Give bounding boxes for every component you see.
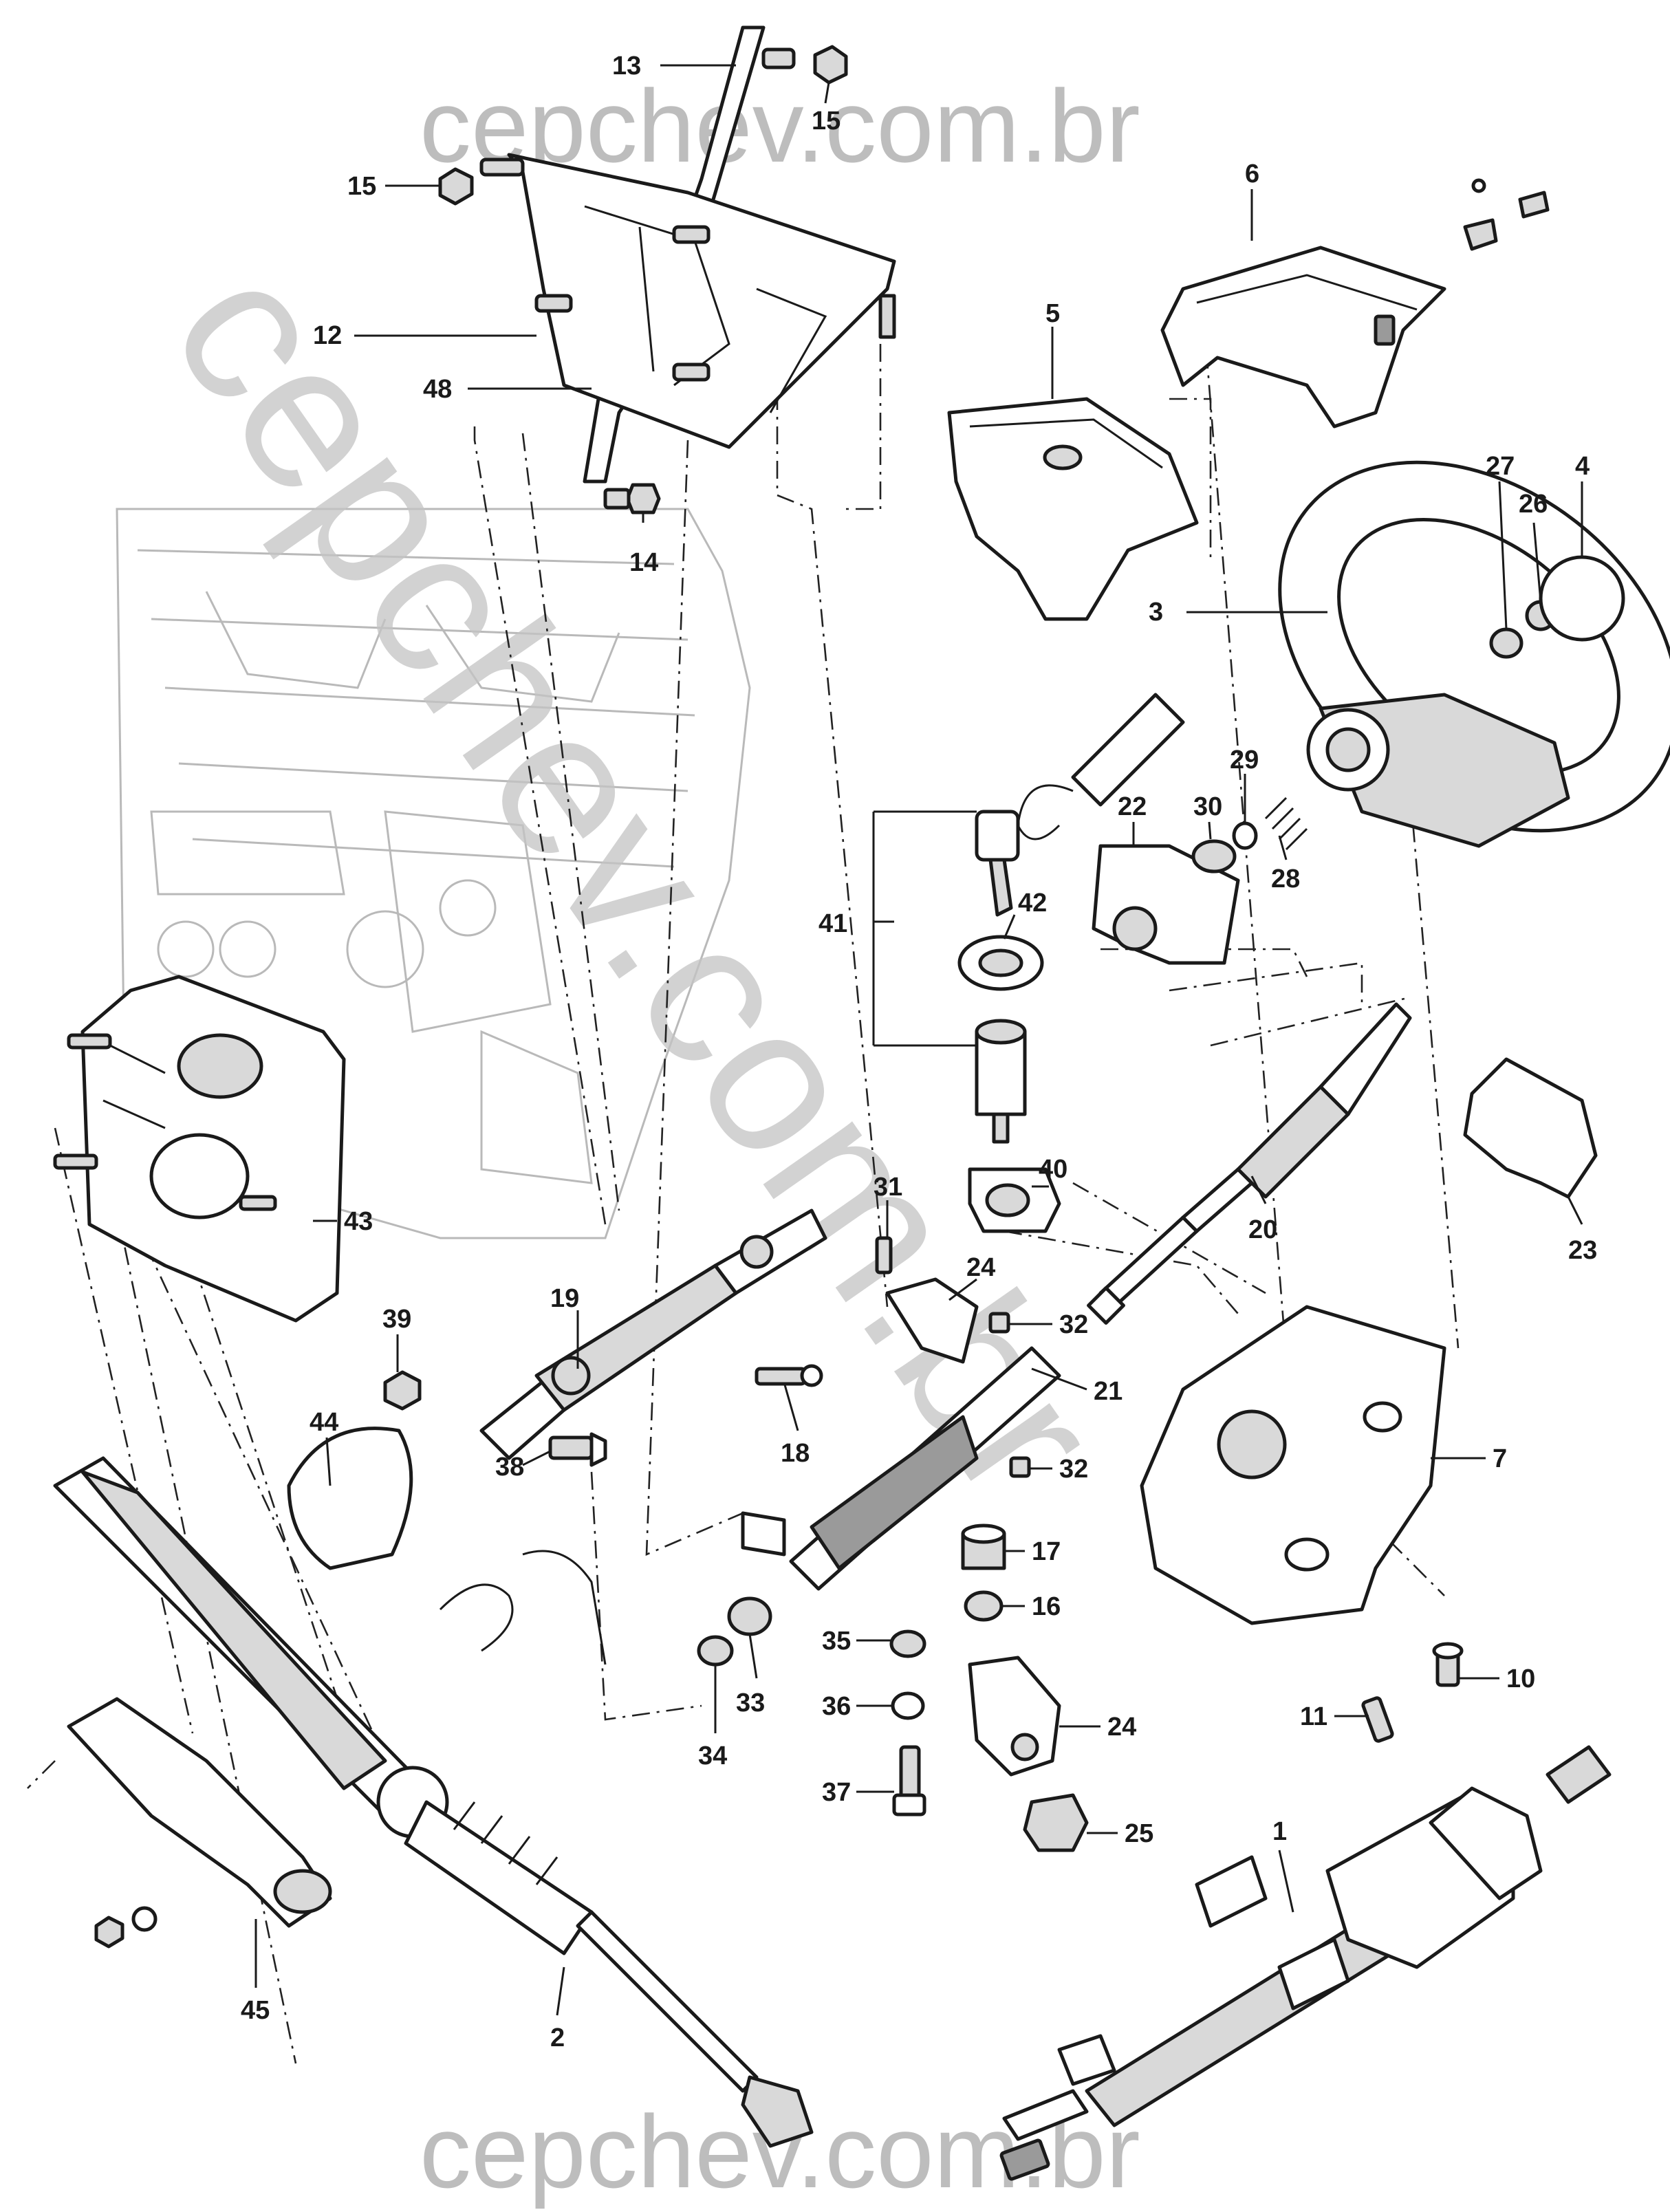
label-44: 44	[310, 1408, 338, 1437]
label-14: 14	[629, 548, 658, 577]
switch-40	[968, 1167, 1061, 1233]
label-20: 20	[1248, 1215, 1277, 1244]
intermediate-shaft-19	[479, 1208, 827, 1460]
washer-45b	[131, 1906, 158, 1932]
steering-wheel-3	[1278, 460, 1670, 848]
label-37: 37	[822, 1778, 851, 1807]
clip-24-lower	[968, 1656, 1061, 1777]
clip-32-lower	[1009, 1456, 1031, 1478]
label-27: 27	[1486, 452, 1515, 481]
nut-45a	[94, 1916, 124, 1949]
upper-mounting-bracket	[479, 25, 896, 484]
label-12: 12	[313, 321, 342, 350]
label-1: 1	[1272, 1817, 1287, 1846]
lower-shroud-7	[1140, 1305, 1446, 1625]
label-3: 3	[1149, 598, 1163, 627]
bolt-14	[603, 483, 661, 514]
label-11: 11	[1300, 1702, 1327, 1731]
nut-27	[1489, 627, 1523, 659]
stud-37	[892, 1745, 926, 1817]
label-21: 21	[1094, 1377, 1123, 1406]
steering-rack-2	[53, 1456, 814, 2148]
label-43: 43	[344, 1207, 373, 1236]
label-10: 10	[1506, 1665, 1535, 1693]
label-32-lower: 32	[1059, 1455, 1088, 1484]
label-25: 25	[1125, 1819, 1153, 1848]
label-13: 13	[612, 52, 641, 80]
spring-28	[1264, 796, 1308, 851]
label-30: 30	[1193, 792, 1222, 821]
label-24-upper: 24	[966, 1253, 995, 1282]
bush-34	[697, 1635, 734, 1667]
label-22: 22	[1118, 792, 1147, 821]
label-24-lower: 24	[1107, 1713, 1136, 1742]
label-42: 42	[1018, 889, 1047, 918]
key-tag	[1017, 693, 1185, 841]
bush-17	[961, 1524, 1006, 1570]
bracket-43	[53, 975, 346, 1323]
lock-cylinder-41	[975, 1019, 1027, 1144]
label-18: 18	[781, 1439, 810, 1468]
label-16: 16	[1032, 1592, 1061, 1621]
label-15-top: 15	[812, 107, 841, 135]
nut-15-top	[813, 45, 848, 85]
label-33: 33	[736, 1689, 765, 1717]
label-48: 48	[423, 375, 452, 404]
label-17: 17	[1032, 1537, 1061, 1566]
bush-30	[1191, 839, 1237, 874]
upper-shroud-6	[1160, 246, 1446, 429]
label-34: 34	[698, 1742, 727, 1770]
callout-labels: 13 15 15 12 48 14 6 5 27 4 26 3 29 22 30…	[241, 52, 1597, 2052]
nut-35	[889, 1629, 926, 1658]
label-2: 2	[550, 2024, 565, 2052]
label-31: 31	[874, 1173, 902, 1202]
label-29: 29	[1230, 746, 1259, 774]
emblem-4	[1539, 555, 1625, 642]
screw-31	[875, 1236, 893, 1275]
screw-11	[1361, 1696, 1394, 1743]
leader-lines	[254, 64, 1583, 2016]
label-41: 41	[818, 909, 847, 938]
bush-33	[727, 1596, 772, 1636]
ring-42	[957, 935, 1044, 991]
screw-6-top	[1463, 178, 1550, 251]
label-7: 7	[1493, 1444, 1507, 1473]
label-28: 28	[1271, 865, 1300, 893]
bolt-38	[548, 1432, 607, 1467]
label-5: 5	[1045, 299, 1060, 328]
bracket-45	[67, 1697, 332, 1928]
label-39: 39	[382, 1305, 411, 1334]
label-6: 6	[1245, 160, 1259, 188]
airbag-pad-5	[947, 397, 1199, 621]
boot-44	[287, 1427, 413, 1570]
label-23: 23	[1568, 1236, 1597, 1265]
nut-15-left	[438, 167, 474, 206]
label-36: 36	[822, 1692, 851, 1721]
label-32-upper: 32	[1059, 1310, 1088, 1339]
column-tube-21	[741, 1346, 1061, 1591]
washer-29	[1232, 821, 1258, 850]
washer-16	[964, 1590, 1004, 1622]
switch-housing-22	[1092, 844, 1240, 965]
label-19: 19	[550, 1284, 579, 1313]
screw-10	[1432, 1642, 1464, 1687]
connector-25	[1023, 1793, 1089, 1852]
nut-39	[383, 1370, 422, 1411]
label-4: 4	[1575, 452, 1590, 481]
bolt-18	[755, 1364, 823, 1387]
label-35: 35	[822, 1627, 851, 1656]
clip-24-upper	[885, 1277, 979, 1364]
label-40: 40	[1039, 1155, 1067, 1184]
label-45: 45	[241, 1996, 270, 2025]
clip-32-upper	[988, 1312, 1010, 1334]
steering-column-1	[999, 1745, 1612, 2181]
label-38: 38	[495, 1453, 524, 1482]
washer-36	[891, 1691, 925, 1720]
label-26: 26	[1519, 490, 1548, 519]
steering-shaft-20	[1087, 1002, 1412, 1325]
cover-23	[1463, 1057, 1598, 1199]
label-15-left: 15	[347, 172, 376, 201]
key-41	[975, 810, 1020, 917]
